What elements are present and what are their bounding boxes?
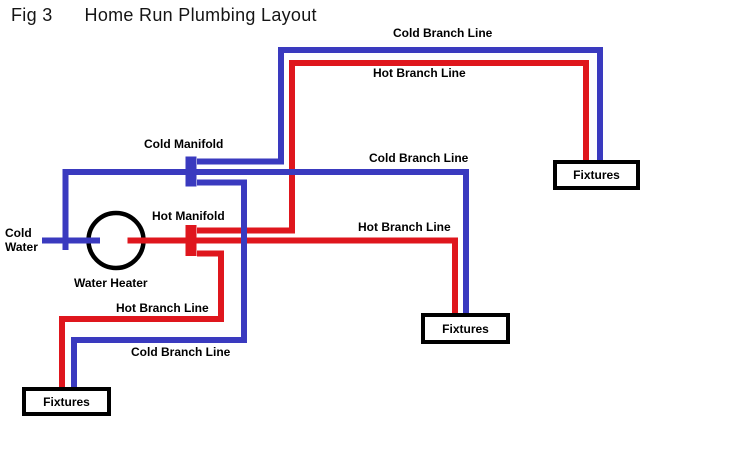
cold-branch-pipe-top: [197, 47, 603, 165]
figure-title: Fig 3 Home Run Plumbing Layout: [11, 5, 317, 26]
fixtures-box-middle: Fixtures: [421, 313, 510, 344]
cold-branch-pipe-middle: [65, 169, 469, 313]
label-hot-branch-line-bottom: Hot Branch Line: [116, 301, 209, 315]
hot-branch-pipe-middle: [127, 237, 458, 313]
figure-number: Fig 3: [11, 5, 53, 25]
label-cold-branch-line-bottom: Cold Branch Line: [131, 345, 231, 359]
cold-manifold-bar: [185, 156, 197, 187]
hot-branch-pipe-bottom: [59, 250, 224, 387]
hot-manifold-bar: [185, 225, 197, 256]
label-cold-branch-line-middle: Cold Branch Line: [369, 151, 469, 165]
label-hot-manifold: Hot Manifold: [152, 209, 225, 223]
label-hot-branch-line-middle: Hot Branch Line: [358, 220, 451, 234]
label-hot-branch-line-top: Hot Branch Line: [373, 66, 466, 80]
fixtures-box-top-right: Fixtures: [553, 160, 640, 190]
figure-title-text: Home Run Plumbing Layout: [84, 5, 317, 25]
label-cold-manifold: Cold Manifold: [144, 137, 224, 151]
hot-branch-pipe-top: [197, 60, 589, 234]
cold-branch-pipe-bottom: [71, 179, 247, 387]
label-water-heater: Water Heater: [74, 276, 148, 290]
label-cold-water: Cold Water: [5, 226, 38, 254]
fixtures-box-bottom-left: Fixtures: [22, 387, 111, 416]
label-cold-branch-line-top: Cold Branch Line: [393, 26, 493, 40]
